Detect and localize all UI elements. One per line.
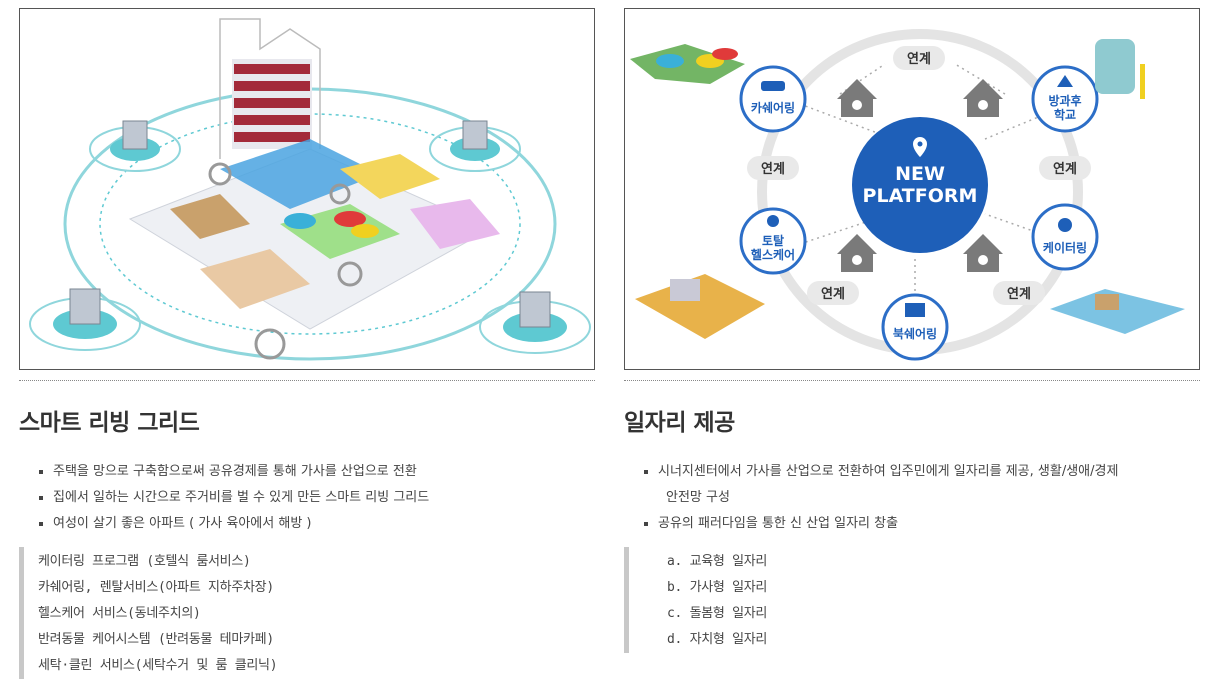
node-catering: 케이터링 xyxy=(1031,203,1099,271)
svg-text:북쉐어링: 북쉐어링 xyxy=(893,326,937,341)
book-icon xyxy=(905,303,925,317)
list-item: 주택을 망으로 구축함으로써 공유경제를 통해 가사를 산업으로 전환 xyxy=(39,459,595,485)
section-title: 일자리 제공 xyxy=(624,410,735,436)
service-item: 카쉐어링, 렌탈서비스(아파트 지하주차장) xyxy=(38,580,274,595)
services-blockquote: 케이터링 프로그램 (호텔식 룸서비스) 카쉐어링, 렌탈서비스(아파트 지하주… xyxy=(19,547,595,679)
school-icon xyxy=(1057,75,1073,87)
node-booksharing: 북쉐어링 xyxy=(881,293,949,361)
house-icon xyxy=(837,79,1003,272)
service-item: 반려동물 케어시스템 (반려동물 테마카페) xyxy=(38,632,274,647)
service-item: 헬스케어 서비스(동네주치의) xyxy=(38,606,201,621)
platform-diagram-image: 연계 연계 연계 연계 연계 xyxy=(630,29,1185,361)
node-healthcare: 토탈 헬스케어 xyxy=(739,207,807,275)
platform-diagram: 연계 연계 연계 연계 연계 xyxy=(624,8,1200,370)
dish-icon xyxy=(1058,218,1072,232)
platform-title: PLATFORM xyxy=(863,185,978,207)
link-label: 연계 xyxy=(761,162,785,177)
svg-text:케이터링: 케이터링 xyxy=(1043,240,1087,255)
svg-text:학교: 학교 xyxy=(1054,107,1076,122)
svg-text:헬스케어: 헬스케어 xyxy=(751,247,795,262)
smart-living-section: 스마트 리빙 그리드 주택을 망으로 구축함으로써 공유경제를 통해 가사를 산… xyxy=(19,0,595,679)
smart-grid-image xyxy=(29,18,591,361)
section-title: 스마트 리빙 그리드 xyxy=(19,410,200,436)
link-label: 연계 xyxy=(907,52,931,67)
smart-living-illustration xyxy=(19,8,595,370)
job-type-item: c. 돌봄형 일자리 xyxy=(667,606,768,621)
svg-text:카쉐어링: 카쉐어링 xyxy=(751,100,795,115)
job-type-item: d. 자치형 일자리 xyxy=(667,632,768,647)
divider xyxy=(19,380,595,381)
bullet-list: 시너지센터에서 가사를 산업으로 전환하여 입주민에게 일자리를 제공, 생활/… xyxy=(624,459,1200,537)
svg-text:방과후: 방과후 xyxy=(1048,93,1081,108)
list-item: 공유의 패러다임을 통한 신 산업 일자리 창출 xyxy=(644,511,1200,537)
list-item-continuation: 안전망 구성 xyxy=(666,490,730,505)
health-icon xyxy=(767,215,779,227)
location-pin-icon xyxy=(913,137,927,157)
service-item: 세탁·클린 서비스(세탁수거 및 룸 클리닉) xyxy=(38,658,278,673)
job-types-blockquote: a. 교육형 일자리 b. 가사형 일자리 c. 돌봄형 일자리 d. 자치형 … xyxy=(624,547,1200,653)
list-item: 집에서 일하는 시간으로 주거비를 벌 수 있게 만든 스마트 리빙 그리드 xyxy=(39,485,595,511)
job-creation-section: 연계 연계 연계 연계 연계 xyxy=(624,0,1200,653)
link-label: 연계 xyxy=(1007,287,1031,302)
list-item: 여성이 살기 좋은 아파트 ( 가사 육아에서 해방 ) xyxy=(39,511,595,537)
link-label: 연계 xyxy=(821,287,845,302)
job-type-item: b. 가사형 일자리 xyxy=(667,580,768,595)
node-carsharing: 카쉐어링 xyxy=(739,65,807,133)
node-afterschool: 방과후 학교 xyxy=(1031,65,1099,133)
job-type-item: a. 교육형 일자리 xyxy=(667,554,768,569)
divider xyxy=(624,380,1200,381)
list-item: 시너지센터에서 가사를 산업으로 전환하여 입주민에게 일자리를 제공, 생활/… xyxy=(644,459,1200,485)
svg-text:토탈: 토탈 xyxy=(762,234,784,248)
platform-title: NEW xyxy=(895,163,945,185)
bullet-list: 주택을 망으로 구축함으로써 공유경제를 통해 가사를 산업으로 전환 집에서 … xyxy=(19,459,595,537)
service-item: 케이터링 프로그램 (호텔식 룸서비스) xyxy=(38,554,251,569)
car-icon xyxy=(761,81,785,91)
link-label: 연계 xyxy=(1053,162,1077,177)
